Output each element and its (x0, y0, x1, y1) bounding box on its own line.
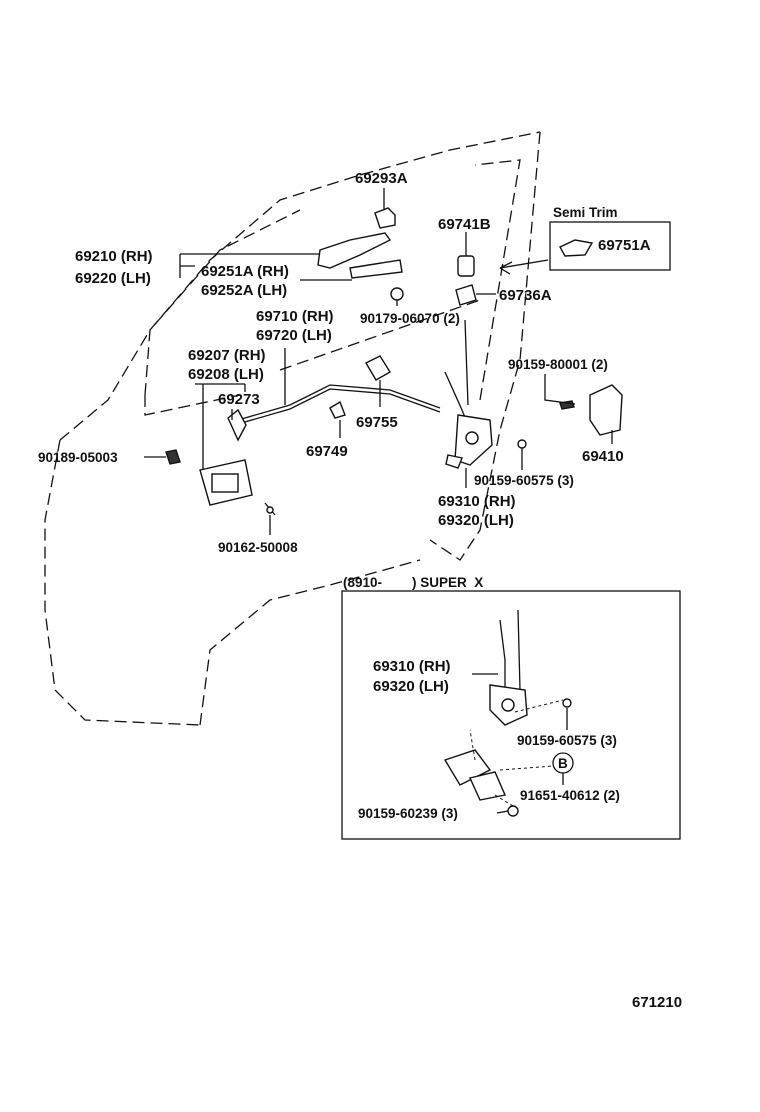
door-outline (44, 131, 541, 726)
label-69320-main: 69320 (LH) (438, 512, 514, 529)
part-90179-drawing (390, 287, 404, 301)
label-69310-inset: 69310 (RH) (373, 658, 451, 675)
part-90162-drawing (264, 502, 276, 516)
label-91651-40612: 91651-40612 (2) (520, 788, 620, 803)
semi-trim-frame (549, 221, 671, 271)
part-90189-drawing (165, 449, 181, 465)
label-69751A: 69751A (598, 237, 651, 254)
label-90159-60575-main: 90159-60575 (3) (474, 473, 574, 488)
label-90179-06070: 90179-06070 (2) (360, 311, 460, 326)
inset-header: (8910- ) SUPER X (343, 575, 483, 590)
part-69741B-drawing (457, 255, 475, 277)
label-69410: 69410 (582, 448, 624, 465)
leader-lines (144, 188, 613, 814)
inset-frame (341, 590, 681, 840)
part-69736A-drawing (455, 284, 477, 306)
label-69749: 69749 (306, 443, 348, 460)
label-69252A: 69252A (LH) (201, 282, 287, 299)
part-rod-69710-drawing (237, 384, 441, 425)
inset-lock-drawing (489, 609, 528, 726)
label-90159-60575-inset: 90159-60575 (3) (517, 733, 617, 748)
label-90159-60239: 90159-60239 (3) (358, 806, 458, 821)
part-striker-69410-drawing (559, 384, 623, 436)
label-90162-50008: 90162-50008 (218, 540, 298, 555)
label-69310-main: 69310 (RH) (438, 493, 516, 510)
label-69207: 69207 (RH) (188, 347, 266, 364)
label-69741B: 69741B (438, 216, 491, 233)
part-69273-drawing (227, 408, 247, 442)
label-semi-trim: Semi Trim (553, 205, 618, 220)
label-69273: 69273 (218, 391, 260, 408)
label-90189-05003: 90189-05003 (38, 450, 118, 465)
part-90159-60575-drawing (517, 439, 527, 449)
label-90159-80001: 90159-80001 (2) (508, 357, 608, 372)
callout-b-label: B (558, 756, 568, 771)
label-69320-inset: 69320 (LH) (373, 678, 449, 695)
inset-bolt-drawing (507, 805, 519, 817)
label-69251A: 69251A (RH) (201, 263, 289, 280)
label-69720: 69720 (LH) (256, 327, 332, 344)
label-69710: 69710 (RH) (256, 308, 334, 325)
label-69210: 69210 (RH) (75, 248, 153, 265)
label-69208: 69208 (LH) (188, 366, 264, 383)
part-outside-handle-drawing (317, 232, 403, 279)
part-69749-drawing (329, 400, 346, 419)
label-69293A: 69293A (355, 170, 408, 187)
label-69755: 69755 (356, 414, 398, 431)
part-inside-handle-drawing (199, 459, 253, 506)
inset-screw-drawing (562, 698, 572, 708)
part-69293A-drawing (374, 207, 396, 229)
label-69220: 69220 (LH) (75, 270, 151, 287)
label-69736A: 69736A (499, 287, 552, 304)
part-69755-drawing (365, 355, 391, 381)
part-69751A-drawing (559, 239, 594, 257)
diagram-number: 671210 (632, 994, 682, 1011)
part-door-lock-drawing (444, 319, 493, 469)
inset-motor-drawing (443, 749, 506, 801)
